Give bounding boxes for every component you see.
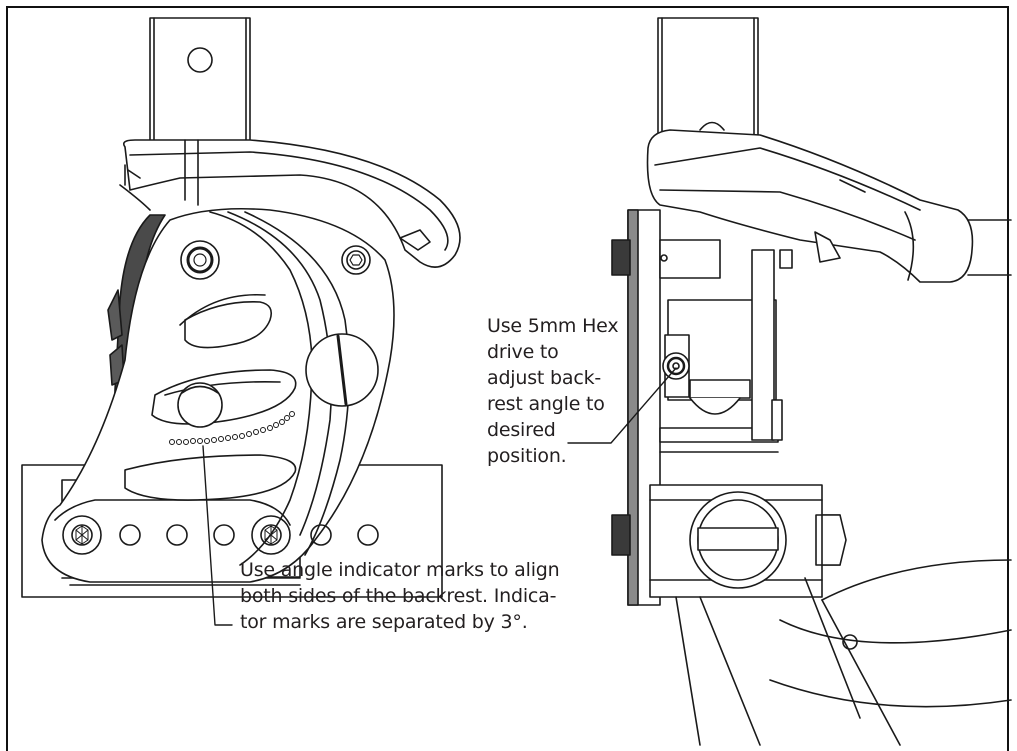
left-clamp-arm (119, 139, 461, 268)
right-inner-pivot (659, 239, 793, 453)
right-side-tube (967, 219, 1012, 276)
left-angle-plate (41, 207, 395, 583)
figure-frame (6, 6, 1009, 751)
hex-leader-line (567, 367, 677, 444)
indicator-leader-line (202, 445, 233, 626)
angle-indicator-marks (169, 411, 295, 445)
right-view-hinge-assembly (567, 17, 1012, 746)
right-lower-frame (675, 559, 1012, 746)
left-upper-tube (149, 17, 251, 144)
left-view-hinge-assembly (21, 17, 461, 626)
angle-indicator-callout: Use angle indicator marks to align both … (240, 559, 560, 633)
right-lower-clamp (649, 484, 847, 598)
hex-drive-callout: Use 5mm Hex drive to adjust back- rest a… (487, 315, 619, 467)
right-clamp-arm (646, 129, 974, 283)
